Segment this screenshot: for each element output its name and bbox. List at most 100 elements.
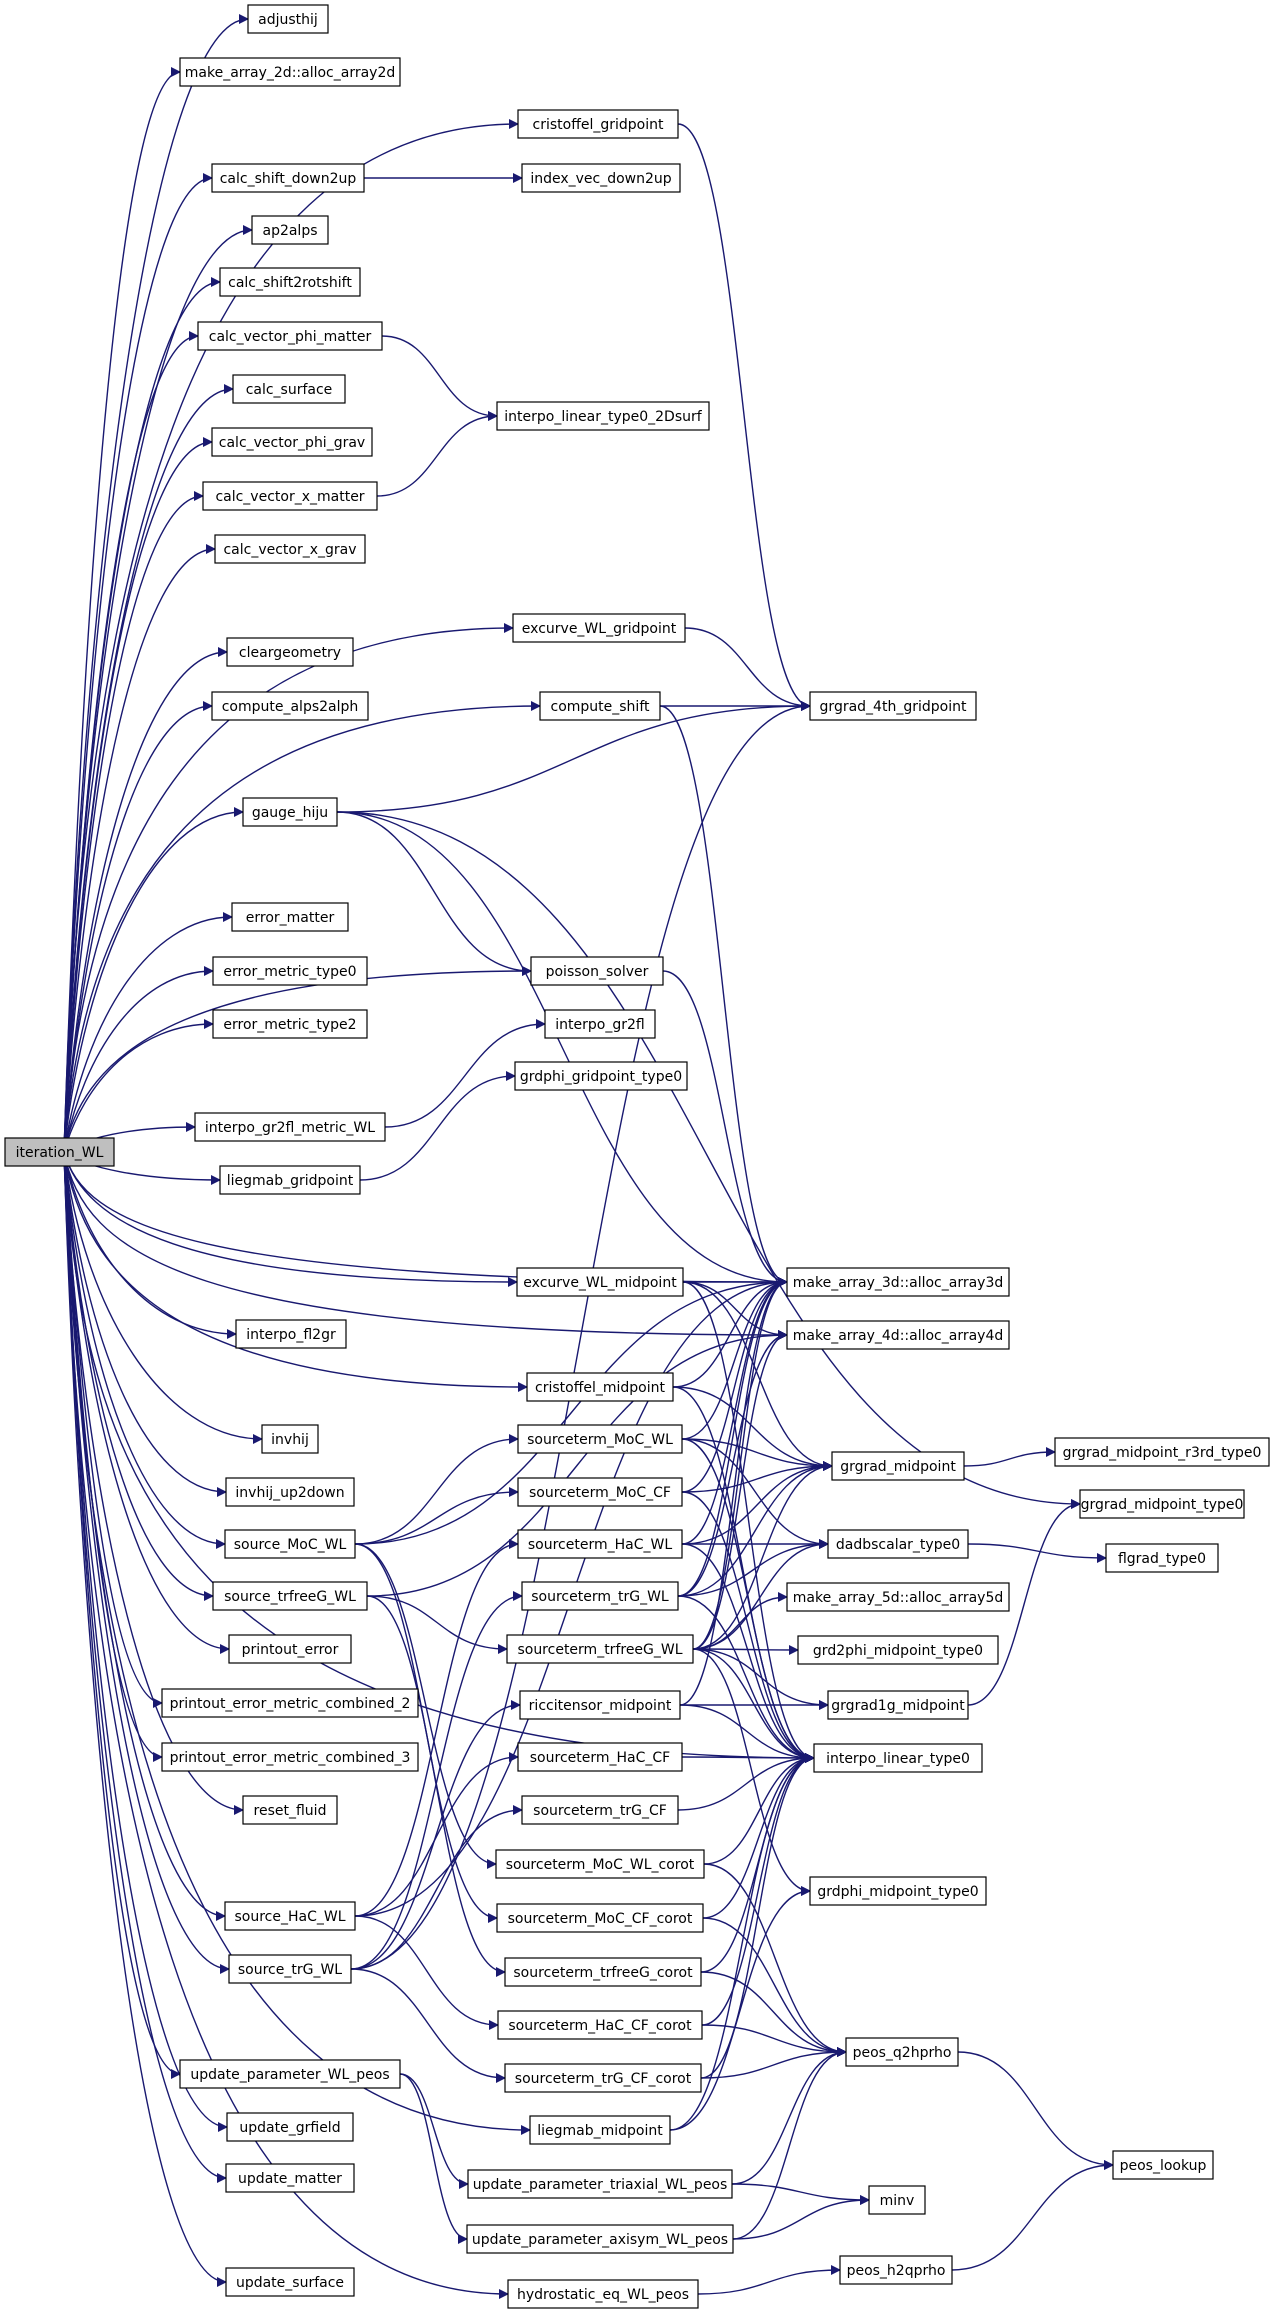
node-st-trG-CF[interactable]: sourceterm_trG_CF <box>521 1795 679 1825</box>
node-update-surface[interactable]: update_surface <box>225 2267 355 2297</box>
node-st-HaC-WL[interactable]: sourceterm_HaC_WL <box>517 1529 683 1559</box>
node-pe-combined-2[interactable]: printout_error_metric_combined_2 <box>161 1688 419 1718</box>
node-box <box>496 1903 704 1933</box>
node-st-HaC-CF-corot[interactable]: sourceterm_HaC_CF_corot <box>497 2010 703 2040</box>
node-source-trG-WL[interactable]: source_trG_WL <box>228 1954 352 1984</box>
call-edge-st_trG_WL-to-alloc4d <box>677 1330 788 1597</box>
node-compute-shift[interactable]: compute_shift <box>539 691 661 721</box>
node-source-MoC-WL[interactable]: source_MoC_WL <box>224 1529 356 1559</box>
node-st-HaC-CF[interactable]: sourceterm_HaC_CF <box>517 1742 683 1772</box>
node-cristoffel-gp[interactable]: cristoffel_gridpoint <box>517 109 679 139</box>
node-interpo-gr2fl-metric[interactable]: interpo_gr2fl_metric_WL <box>194 1112 386 1142</box>
node-liegmab-gp[interactable]: liegmab_gridpoint <box>219 1165 361 1195</box>
node-label: interpo_fl2gr <box>246 1327 336 1343</box>
node-interpo-fl2gr[interactable]: interpo_fl2gr <box>235 1319 347 1349</box>
call-edge-st_trfreeG_WL-to-grdphi_mp <box>692 1648 811 1896</box>
call-edge-poisson_solver-to-alloc3d <box>662 970 788 1287</box>
node-calc-shift-down2up[interactable]: calc_shift_down2up <box>211 163 365 193</box>
node-box <box>467 2169 733 2199</box>
node-ap2alps[interactable]: ap2alps <box>251 215 329 245</box>
node-reset-fluid[interactable]: reset_fluid <box>242 1795 338 1825</box>
node-error-metric2[interactable]: error_metric_type2 <box>212 1009 368 1039</box>
node-pe-combined-3[interactable]: printout_error_metric_combined_3 <box>161 1742 419 1772</box>
node-label: calc_shift_down2up <box>220 171 357 187</box>
node-liegmab-mp[interactable]: liegmab_midpoint <box>529 2115 671 2145</box>
node-box <box>512 613 686 643</box>
call-edge-st_trG_WL-to-dadbscalar <box>677 1539 829 1597</box>
node-cv-phi-grav[interactable]: calc_vector_phi_grav <box>211 427 373 457</box>
node-st-trG-WL[interactable]: sourceterm_trG_WL <box>521 1581 679 1611</box>
node-invhij[interactable]: invhij <box>261 1424 319 1454</box>
node-upd-param-WL-peos[interactable]: update_parameter_WL_peos <box>179 2059 401 2089</box>
node-grdphi-mp[interactable]: grdphi_midpoint_type0 <box>809 1876 987 1906</box>
node-grgrad-mp[interactable]: grgrad_midpoint <box>831 1451 965 1481</box>
node-flgrad[interactable]: flgrad_type0 <box>1105 1543 1219 1573</box>
node-st-MoC-WL-corot[interactable]: sourceterm_MoC_WL_corot <box>495 1849 705 1879</box>
node-grgrad1g-mp[interactable]: grgrad1g_midpoint <box>827 1690 969 1720</box>
node-printout-error[interactable]: printout_error <box>228 1634 352 1664</box>
node-calc-shift2rot[interactable]: calc_shift2rotshift <box>219 267 361 297</box>
call-edge-iteration_WL-to-cleargeometry <box>63 647 228 1153</box>
node-calc-surface[interactable]: calc_surface <box>232 374 346 404</box>
node-source-trfreeG-WL[interactable]: source_trfreeG_WL <box>212 1581 368 1611</box>
node-cv-phi-matter[interactable]: calc_vector_phi_matter <box>197 321 383 351</box>
call-edge-st_trG_WL-to-alloc3d <box>677 1277 788 1597</box>
node-gauge-hiju[interactable]: gauge_hiju <box>242 797 338 827</box>
node-st-trfreeG-WL[interactable]: sourceterm_trfreeG_WL <box>506 1634 694 1664</box>
node-minv[interactable]: minv <box>868 2185 926 2215</box>
node-update-grfield[interactable]: update_grfield <box>226 2112 354 2142</box>
node-box <box>212 1009 368 1039</box>
call-edge-st_HaC_WL-to-grgrad_mp <box>681 1461 833 1545</box>
node-cristoffel-mp[interactable]: cristoffel_midpoint <box>526 1372 674 1402</box>
node-invhij-up2down[interactable]: invhij_up2down <box>225 1477 355 1507</box>
call-edge-upd_triaxial-to-peos_q2hprho <box>731 2047 847 2185</box>
node-grgrad-4th[interactable]: grgrad_4th_gridpoint <box>809 691 977 721</box>
node-excurve-gp[interactable]: excurve_WL_gridpoint <box>512 613 686 643</box>
call-edge-upd_axisym-to-minv <box>732 2195 870 2240</box>
node-grgrad-mp0[interactable]: grgrad_midpoint_type0 <box>1079 1489 1245 1519</box>
node-box <box>506 1634 694 1664</box>
node-st-MoC-CF[interactable]: sourceterm_MoC_CF <box>517 1477 683 1507</box>
node-source-HaC-WL[interactable]: source_HaC_WL <box>224 1901 356 1931</box>
node-cv-x-matter[interactable]: calc_vector_x_matter <box>202 481 378 511</box>
node-cv-x-grav[interactable]: calc_vector_x_grav <box>214 534 366 564</box>
node-grd2phi-mp[interactable]: grd2phi_midpoint_type0 <box>797 1635 999 1665</box>
node-hydrostatic[interactable]: hydrostatic_eq_WL_peos <box>507 2279 699 2309</box>
node-excurve-mp[interactable]: excurve_WL_midpoint <box>516 1267 684 1297</box>
node-st-trfreeG-corot[interactable]: sourceterm_trfreeG_corot <box>504 1957 702 1987</box>
node-iteration-WL[interactable]: iteration_WL <box>4 1137 115 1167</box>
node-peos-q2hprho[interactable]: peos_q2hprho <box>845 2037 959 2067</box>
node-grgrad-r3rd[interactable]: grgrad_midpoint_r3rd_type0 <box>1054 1437 1270 1467</box>
node-upd-axisym[interactable]: update_parameter_axisym_WL_peos <box>466 2224 734 2254</box>
call-edge-st_trfreeG_WL-to-alloc3d <box>692 1277 788 1650</box>
node-interpo-lin0[interactable]: interpo_linear_type0 <box>813 1743 983 1773</box>
node-alloc3d[interactable]: make_array_3d::alloc_array3d <box>786 1267 1010 1297</box>
node-grdphi-gp[interactable]: grdphi_gridpoint_type0 <box>514 1061 688 1091</box>
node-interpo-2Dsurf[interactable]: interpo_linear_type0_2Dsurf <box>496 401 710 431</box>
node-label: interpo_gr2fl_metric_WL <box>205 1120 375 1136</box>
node-st-MoC-WL[interactable]: sourceterm_MoC_WL <box>517 1424 683 1454</box>
node-peos-lookup[interactable]: peos_lookup <box>1112 2150 1214 2180</box>
node-box <box>161 1688 419 1718</box>
node-alloc5d[interactable]: make_array_5d::alloc_array5d <box>786 1582 1010 1612</box>
node-ricci-mp[interactable]: riccitensor_midpoint <box>519 1690 681 1720</box>
node-error-matter[interactable]: error_matter <box>231 902 349 932</box>
node-cleargeometry[interactable]: cleargeometry <box>226 637 354 667</box>
node-error-metric0[interactable]: error_metric_type0 <box>212 956 368 986</box>
node-index-vec[interactable]: index_vec_down2up <box>521 163 681 193</box>
node-peos-h2qprho[interactable]: peos_h2qprho <box>839 2255 953 2285</box>
node-dadbscalar[interactable]: dadbscalar_type0 <box>827 1529 969 1559</box>
node-compute-alps2alph[interactable]: compute_alps2alph <box>211 691 369 721</box>
call-edge-iteration_WL-to-error_metric0 <box>63 966 214 1153</box>
node-st-trG-CF-corot[interactable]: sourceterm_trG_CF_corot <box>504 2063 702 2093</box>
node-alloc2d[interactable]: make_array_2d::alloc_array2d <box>179 57 401 87</box>
node-st-MoC-CF-corot[interactable]: sourceterm_MoC_CF_corot <box>496 1903 704 1933</box>
call-edge-st_MoC_CF-to-alloc3d <box>681 1277 788 1493</box>
node-label: sourceterm_MoC_WL <box>527 1432 673 1448</box>
node-alloc4d[interactable]: make_array_4d::alloc_array4d <box>786 1320 1010 1350</box>
node-interpo-gr2fl[interactable]: interpo_gr2fl <box>544 1009 656 1039</box>
node-adjusthij[interactable]: adjusthij <box>247 4 329 34</box>
node-poisson-solver[interactable]: poisson_solver <box>530 956 664 986</box>
node-upd-triaxial[interactable]: update_parameter_triaxial_WL_peos <box>467 2169 733 2199</box>
node-update-matter[interactable]: update_matter <box>225 2163 355 2193</box>
